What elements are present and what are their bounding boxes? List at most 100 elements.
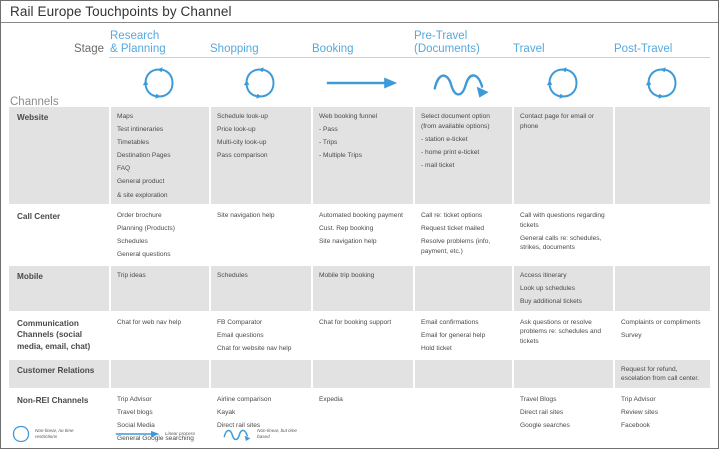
cell-line: Maps xyxy=(117,113,134,120)
cell-line: Look up schedules xyxy=(520,285,575,293)
matrix-cell: Request for refund, escelation from call… xyxy=(613,359,710,388)
cell-line: FAQ xyxy=(117,165,131,173)
cell-line: - station e-ticket xyxy=(421,135,468,143)
matrix-cell xyxy=(311,359,413,388)
matrix-cell: Web booking funnel- Pass- Trips- Multipl… xyxy=(311,107,413,205)
row-header-label: Call Center xyxy=(9,206,109,265)
cell-line: Social Media xyxy=(117,421,155,429)
cell-line: Call with questions regarding tickets xyxy=(520,212,605,229)
matrix-cell: Contact page for email or phone xyxy=(512,107,613,205)
cell-line: Google searches xyxy=(520,421,570,429)
cell-line: Cust. Rep booking xyxy=(319,225,374,233)
cell-line: Order brochure xyxy=(117,212,162,220)
table-row: Customer Relations Request for refund, es… xyxy=(9,359,710,388)
cell-line: General calls re: schedules, strikes, do… xyxy=(520,234,602,252)
cell-line: Email confirmations xyxy=(421,318,479,326)
cell-line: Price look-up xyxy=(217,126,256,134)
cell-line: - Trips xyxy=(319,139,338,147)
title-bar: Rail Europe Touchpoints by Channel xyxy=(1,1,718,23)
matrix-cell xyxy=(209,359,311,388)
legend-item-non-linear: Non-linear, no time restrictions xyxy=(11,424,87,444)
cell-line: FB Comparator xyxy=(217,318,263,326)
wave-arrow-icon xyxy=(413,57,512,105)
matrix-cell xyxy=(413,266,512,311)
legend-label: Non-linear, no time restrictions xyxy=(35,428,74,439)
cell-line: Travel Blogs xyxy=(520,395,557,403)
legend-label: Linear process xyxy=(165,431,196,436)
cell-line: Chat for website nav help xyxy=(217,345,292,352)
circular-arrow-icon xyxy=(512,57,613,105)
cell-line: Schedules xyxy=(217,272,248,280)
matrix-cell xyxy=(109,359,209,388)
cell-line: Select document option (from available o… xyxy=(421,113,490,130)
cell-line: General Google searching xyxy=(117,435,194,443)
cell-line: Email questions xyxy=(217,331,264,339)
cell-line: Test intineraries xyxy=(117,126,164,134)
cell-line: Request ticket mailed xyxy=(421,225,485,233)
cell-line: Pass comparison xyxy=(217,152,268,160)
cell-line: Request for refund, escelation from call… xyxy=(621,365,700,383)
stage-header-pre-travel: Pre-Travel (Documents) xyxy=(413,30,512,57)
matrix-cell: Ask questions or resolve problems re: sc… xyxy=(512,312,613,358)
legend-label: Non-linear, but time based xyxy=(257,428,297,439)
stage-label-line2: & Planning xyxy=(110,43,166,55)
cell-line: Multi-city look-up xyxy=(217,139,267,147)
cell-line: Mobile trip booking xyxy=(319,272,375,280)
cell-line: Direct rail sites xyxy=(217,421,261,429)
cell-line: Airline comparison xyxy=(217,395,272,403)
cell-line: Access itinerary xyxy=(520,272,567,280)
matrix-cell: Chat for web nav help xyxy=(109,312,209,358)
matrix-cell xyxy=(512,359,613,388)
cell-line: Email for general help xyxy=(421,331,486,339)
stage-header-booking: Booking xyxy=(311,43,413,57)
straight-arrow-icon xyxy=(311,57,413,105)
cell-line: Ask questions or resolve problems re: sc… xyxy=(520,318,602,345)
cell-line: Trip Advisor xyxy=(621,395,656,403)
row-gap xyxy=(9,387,710,390)
matrix-cell: Expedia xyxy=(311,389,413,448)
cell-line: General questions xyxy=(117,251,171,259)
cell-line: Planning (Products) xyxy=(117,225,175,233)
row-gap xyxy=(9,105,710,107)
stage-label-line1: Booking xyxy=(312,43,354,55)
wave-arrow-icon xyxy=(223,429,251,442)
matrix-cell: Site navigation help xyxy=(209,206,311,265)
cell-line: General product xyxy=(117,178,165,186)
table-row: Communication Channels (social media, em… xyxy=(9,312,710,358)
cell-line: Schedule look-up xyxy=(217,113,268,120)
cell-line: Site navigation help xyxy=(319,238,377,246)
matrix-cell xyxy=(413,389,512,448)
matrix-cell xyxy=(613,206,710,265)
cell-line: Expedia xyxy=(319,395,343,403)
stage-header-research-planning: Research & Planning xyxy=(109,30,209,57)
matrix-cell: Trip ideas xyxy=(109,266,209,311)
cell-line: Facebook xyxy=(621,421,650,429)
cell-line: Site navigation help xyxy=(217,212,275,220)
matrix-cell xyxy=(413,359,512,388)
cell-line: Complaints or compliments xyxy=(621,318,701,326)
legend: Non-linear, no time restrictions Linear … xyxy=(11,424,309,444)
cell-line: Direct rail sites xyxy=(520,408,564,416)
stage-header-post-travel: Post-Travel xyxy=(613,43,710,57)
row-header-label: Customer Relations xyxy=(9,359,109,388)
cell-line: - Multiple Trips xyxy=(319,152,362,160)
cell-line: Buy additional tickets xyxy=(520,298,582,306)
row-gap xyxy=(9,264,710,267)
cell-line: Survey xyxy=(621,331,642,339)
cell-line: Contact page for email or phone xyxy=(520,113,595,130)
circular-arrow-icon xyxy=(109,57,209,105)
cell-line: Timetables xyxy=(117,139,150,147)
circular-arrow-icon xyxy=(613,57,710,105)
